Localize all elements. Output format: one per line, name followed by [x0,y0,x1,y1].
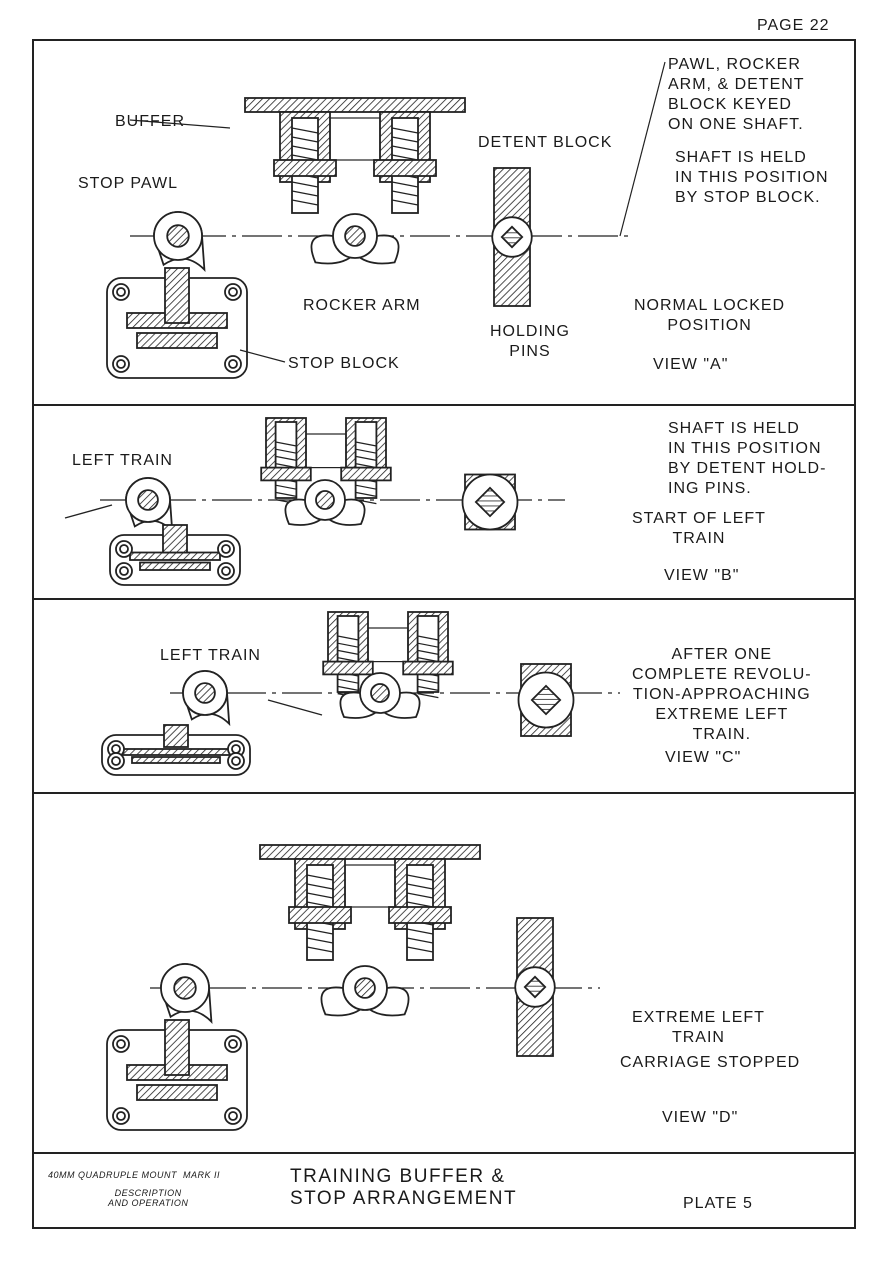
rocker-arm [284,479,366,526]
label-left-train-c: LEFT TRAIN [160,647,261,664]
buffer-assembly [322,611,454,699]
shaft-spline [315,490,335,510]
buffer-assembly [260,417,392,505]
status-view-c: AFTER ONE COMPLETE REVOLU- TION-APPROACH… [632,646,812,743]
shaft-spline [166,224,190,248]
shaft-spline [137,489,159,511]
buffer-assembly [244,97,466,214]
leader-line [129,119,231,129]
label-rocker-arm: ROCKER ARM [303,297,421,314]
page-frame [32,39,856,1229]
label-stop-block: STOP BLOCK [288,355,400,372]
direction-arrow [267,699,323,716]
status-view-b: START OF LEFT TRAIN [632,510,766,547]
leader-line [619,61,666,237]
stop-pawl [160,963,213,1024]
shaft-spline [173,976,197,1000]
page-number: PAGE 22 [757,17,830,34]
footer-title: TRAINING BUFFER & STOP ARRANGEMENT [290,1166,518,1209]
note-held-by-pins: SHAFT IS HELD IN THIS POSITION BY DETENT… [668,420,827,497]
leader-line [239,349,286,363]
stop-block [109,524,241,586]
plate-number: PLATE 5 [683,1195,753,1212]
footer-subtitle: DESCRIPTION AND OPERATION [108,1188,189,1208]
buffer-assembly [259,844,481,961]
stop-pawl [182,670,231,727]
detent-block [517,663,575,737]
rocker-arm [339,672,421,719]
rocker-arm [310,213,400,265]
note-held-by-stop-block: SHAFT IS HELD IN THIS POSITION BY STOP B… [675,149,829,206]
status-view-a: NORMAL LOCKED POSITION [634,297,786,334]
view-a-label: VIEW "A" [653,356,729,373]
label-stop-pawl: STOP PAWL [78,175,178,192]
label-detent-block: DETENT BLOCK [478,134,613,151]
detent-block [491,167,533,307]
status-view-d: EXTREME LEFT TRAIN [632,1009,765,1046]
shaft-spline [194,682,216,704]
direction-arrow [64,504,113,519]
shaft-spline [370,683,390,703]
note-keyed-shaft: PAWL, ROCKER ARM, & DETENT BLOCK KEYED O… [668,56,805,133]
stop-block [106,1019,248,1131]
label-holding-pins: HOLDING PINS [490,323,570,360]
stop-pawl [153,211,206,272]
status2-view-d: CARRIAGE STOPPED [620,1054,801,1071]
view-b-label: VIEW "B" [664,567,740,584]
shaft-spline [354,977,376,999]
stop-block [106,267,248,379]
stop-pawl [125,477,174,534]
label-left-train-b: LEFT TRAIN [72,452,173,469]
rocker-arm [320,965,410,1017]
detent-block [461,473,519,531]
stop-block [101,724,251,776]
shaft-spline [344,225,366,247]
view-d-label: VIEW "D" [662,1109,739,1126]
view-c-label: VIEW "C" [665,749,742,766]
label-buffer: BUFFER [115,113,185,130]
detent-block [514,917,556,1057]
footer-mount: 40MM QUADRUPLE MOUNT MARK II [48,1170,221,1180]
